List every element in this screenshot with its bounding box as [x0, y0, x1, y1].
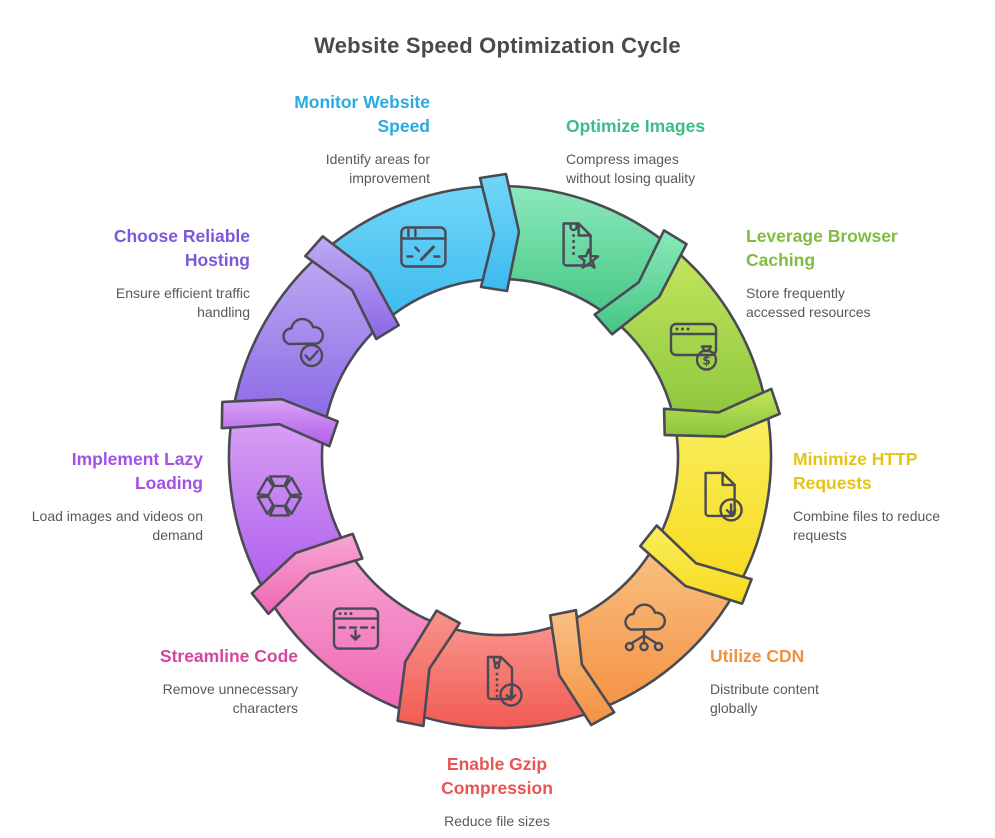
segment-title: Monitor Website Speed [294, 92, 430, 136]
segment-desc: Reduce file sizes [444, 813, 550, 829]
segment-desc: Identify areas for improvement [325, 151, 430, 186]
segment-label-choose-reliable-hosting: Choose Reliable Hosting Ensure efficient… [92, 224, 250, 321]
segment-label-utilize-cdn: Utilize CDN Distribute content globally [710, 644, 860, 717]
window-minify-icon [332, 607, 380, 650]
connector-enable-gzip-compression [396, 609, 462, 728]
image-zip-star-icon [562, 222, 600, 269]
connector-utilize-cdn [548, 608, 616, 727]
svg-text:$: $ [702, 354, 710, 368]
connector-implement-lazy-loading [220, 397, 340, 448]
segment-title: Implement Lazy Loading [71, 449, 203, 493]
cloud-check-icon [282, 317, 325, 368]
segment-desc: Distribute content globally [710, 681, 819, 716]
aperture-icon [256, 475, 303, 517]
segment-label-enable-gzip-compression: Enable Gzip Compression Reduce file size… [422, 752, 572, 831]
segment-label-implement-lazy-loading: Implement Lazy Loading Load images and v… [23, 447, 203, 544]
segment-title: Streamline Code [159, 646, 298, 666]
segment-title: Utilize CDN [710, 646, 805, 666]
segment-title: Leverage Browser Caching [746, 226, 898, 270]
connector-minimize-http-requests [638, 524, 753, 606]
segment-desc: Store frequently accessed resources [746, 285, 871, 320]
connector-optimize-images [593, 229, 688, 336]
segment-label-leverage-browser-caching: Leverage Browser Caching Store frequentl… [746, 224, 901, 321]
segment-title: Choose Reliable Hosting [113, 226, 250, 270]
speedometer-window-icon [400, 226, 447, 268]
segment-label-minimize-http-requests: Minimize HTTP Requests Combine files to … [793, 447, 973, 544]
segment-desc: Remove unnecessary characters [162, 681, 298, 716]
segment-desc: Ensure efficient traffic handling [115, 285, 250, 320]
connector-choose-reliable-hosting [303, 235, 401, 341]
browser-moneybag-icon: $ [669, 322, 718, 371]
cloud-network-icon [624, 603, 667, 652]
page-title: Website Speed Optimization Cycle [314, 33, 681, 58]
segment-title: Enable Gzip Compression [441, 754, 553, 798]
zip-download-icon [486, 655, 523, 707]
segment-title: Minimize HTTP Requests [793, 449, 918, 493]
segment-label-streamline-code: Streamline Code Remove unnecessary chara… [128, 644, 298, 717]
segment-desc: Load images and videos on demand [31, 508, 203, 543]
segment-title: Optimize Images [566, 116, 706, 136]
segment-label-optimize-images: Optimize Images Compress images without … [566, 114, 716, 187]
connector-leverage-browser-caching [662, 387, 782, 438]
segment-desc: Compress images without losing quality [566, 151, 696, 186]
connector-monitor-website-speed [478, 172, 521, 293]
connector-streamline-code [250, 532, 364, 616]
segment-desc: Combine files to reduce requests [793, 508, 941, 543]
file-download-icon [704, 471, 743, 522]
segment-label-monitor-website-speed: Monitor Website Speed Identify areas for… [260, 90, 430, 187]
